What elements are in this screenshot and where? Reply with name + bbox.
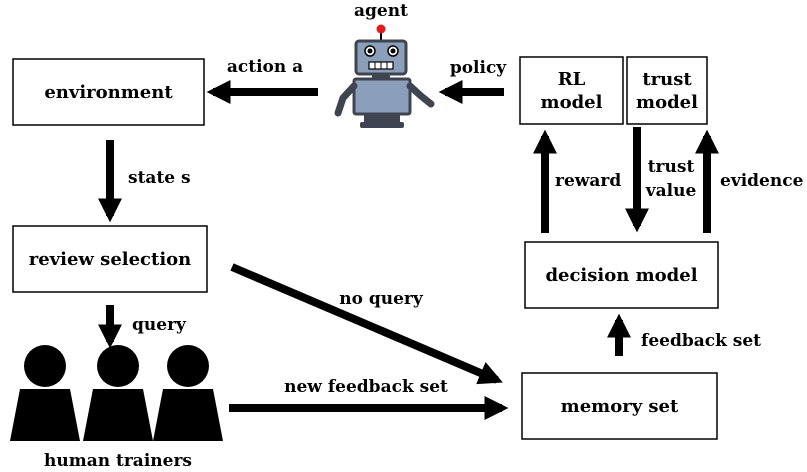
robot-body [352, 77, 412, 116]
agent-label: agent [354, 1, 408, 21]
trust-model-label-line1: trust [642, 69, 692, 90]
environment-label: environment [44, 82, 173, 103]
agent-robot-icon [334, 24, 435, 128]
decision-model-label: decision model [545, 265, 697, 286]
query-label: query [132, 315, 187, 335]
review-selection-label: review selection [29, 249, 192, 270]
reward-label: reward [555, 171, 621, 191]
decision-model-box [524, 241, 719, 309]
trust-model-label-line2: model [636, 92, 698, 113]
trust-value-label-line1: trust [648, 157, 695, 177]
rl-model-label-line2: model [541, 92, 603, 113]
no-query-label: no query [339, 289, 424, 309]
rl-model-label-line1: RL [558, 69, 586, 90]
memory-set-label: memory set [561, 396, 679, 417]
policy-label: policy [450, 58, 507, 78]
evidence-label: evidence [720, 171, 804, 191]
new-feedback-set-label: new feedback set [284, 377, 448, 397]
environment-box [12, 58, 205, 126]
action-label: action a [227, 57, 303, 77]
rl-model-box [519, 56, 624, 125]
trust-model-box [626, 56, 708, 125]
review-selection-box [12, 225, 208, 293]
robot-antenna [376, 24, 386, 34]
state-label: state s [128, 168, 191, 188]
human-trainers-icon [10, 345, 223, 441]
no-query-arrow [230, 263, 503, 385]
human-trainers-label: human trainers [44, 451, 192, 471]
feedback-set-label: feedback set [641, 331, 761, 351]
trust-value-label-line2: value [645, 181, 697, 201]
memory-set-box [521, 372, 718, 440]
